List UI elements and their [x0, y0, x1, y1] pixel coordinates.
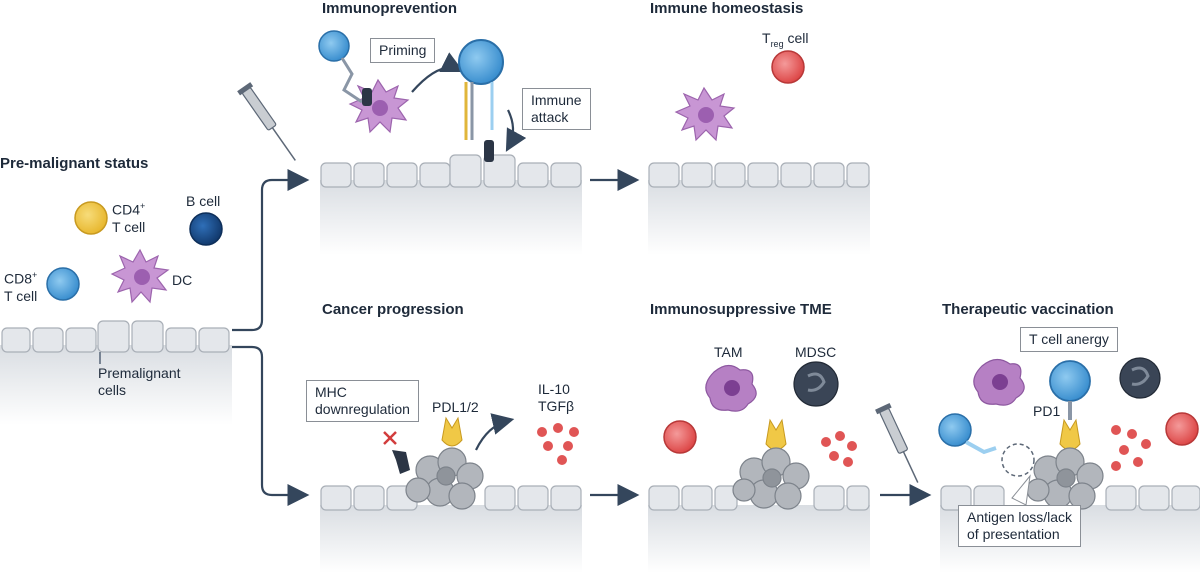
priming-t-cell [318, 30, 372, 106]
label-pdl: PDL1/2 [432, 399, 479, 415]
syringe-icon-top [237, 82, 296, 161]
tissue-immunoprevention [320, 154, 582, 255]
syringe-icon-bottom [875, 402, 919, 483]
mdsc-cell [793, 361, 839, 407]
tissue-homeostasis [648, 162, 870, 255]
label-t-cell-anergy: T cell anergy [1020, 327, 1118, 352]
homeostasis-dc [674, 86, 736, 142]
title-therapeutic-vaccination: Therapeutic vaccination [942, 301, 1114, 318]
label-b-cell: B cell [186, 193, 221, 209]
vaccine-t-cell [938, 413, 997, 455]
tumor-tme [732, 447, 810, 510]
label-cd4: CD4+T cell [112, 201, 146, 235]
pdl-ligand [441, 416, 463, 447]
title-immunoprevention: Immunoprevention [322, 0, 458, 17]
attacking-t-cell [458, 39, 504, 162]
label-pd1: PD1 [1033, 403, 1061, 419]
label-treg: Treg cell [762, 30, 809, 49]
label-cd8: CD8+T cell [4, 270, 38, 304]
treg-cell-vaccination [1165, 412, 1199, 446]
cytokines-progression [537, 423, 579, 465]
pdl-ligand-tme [765, 418, 787, 451]
label-dc: DC [172, 272, 193, 288]
tissue-tme [648, 485, 870, 573]
tumor-progression [405, 447, 484, 510]
cd4-t-cell [74, 201, 108, 235]
label-tam: TAM [714, 344, 743, 360]
treg-cell [771, 50, 805, 84]
x-mark-icon [383, 431, 397, 445]
label-priming: Priming [370, 38, 436, 63]
cytokines-vaccination [1111, 425, 1151, 471]
title-immunosuppressive-tme: Immunosuppressive TME [650, 301, 832, 318]
cd8-t-cell [46, 267, 80, 301]
mhc-molecule [392, 450, 410, 474]
title-pre-malignant: Pre-malignant status [0, 155, 149, 172]
immunoprevention-dc [348, 78, 410, 134]
tam-cell [705, 364, 757, 412]
title-cancer-progression: Cancer progression [322, 301, 464, 318]
b-cell [189, 212, 223, 246]
tumor-vaccination [1026, 447, 1104, 510]
dendritic-cell [110, 248, 170, 304]
vaccination-dc [973, 358, 1025, 406]
tissue-progression [320, 485, 582, 573]
callout-pointer [1011, 474, 1031, 506]
anergic-t-cell [1049, 360, 1091, 420]
label-mdsc: MDSC [795, 344, 837, 360]
title-immune-homeostasis: Immune homeostasis [650, 0, 804, 17]
cytokines-tme [821, 431, 857, 467]
treg-cell-tme [663, 420, 697, 454]
tissue-premalignant [0, 320, 232, 425]
missing-antigen-outline [1001, 443, 1035, 477]
mdsc-cell-vaccination [1119, 357, 1161, 399]
flow-arrows [232, 52, 932, 506]
pdl-ligand-vaccination [1059, 418, 1081, 451]
